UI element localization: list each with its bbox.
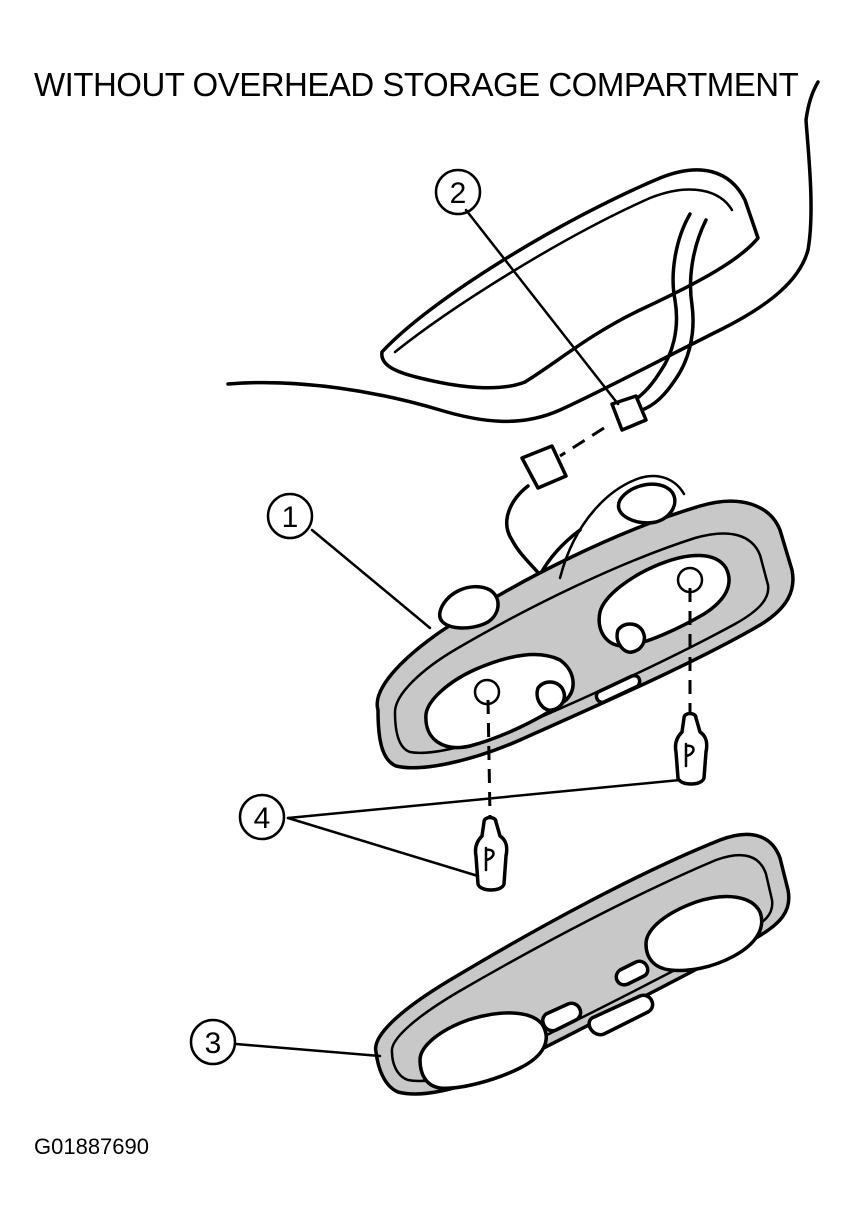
leader-line-4a — [286, 778, 682, 820]
leader-line-4b — [286, 816, 480, 878]
switch-slot-1 — [594, 673, 642, 705]
callout-2-label: 2 — [450, 177, 467, 210]
headliner-contour — [226, 80, 820, 424]
callout-1-label: 1 — [282, 501, 299, 534]
mirror-connector — [610, 394, 648, 432]
leader-line-3 — [234, 1042, 382, 1058]
switch-knob — [535, 680, 567, 712]
lamp-harness — [505, 484, 582, 577]
map-lamp-rim — [393, 532, 770, 755]
lamp-boss-left — [438, 584, 500, 630]
lens-cover-slot-2 — [587, 993, 655, 1037]
lamp-connector — [520, 444, 568, 490]
lens-cover-left-window — [418, 1011, 548, 1090]
callout-2: 2 — [434, 168, 482, 216]
lens-cover-right-window — [644, 894, 764, 973]
connector-alignment — [559, 426, 605, 458]
lamp-boss-right — [616, 482, 677, 525]
mirror-wire — [626, 212, 692, 406]
lens-cover-slot-1 — [541, 1001, 583, 1033]
callout-1: 1 — [266, 492, 314, 540]
callout-3-label: 3 — [205, 1027, 222, 1060]
rearview-mirror — [380, 168, 760, 390]
leader-line-1 — [310, 528, 432, 630]
map-lamp-left-lens — [424, 652, 575, 750]
callout-3: 3 — [189, 1018, 237, 1066]
callout-4-label: 4 — [254, 802, 271, 835]
mirror-wire-2 — [640, 218, 708, 412]
bulb-left-filament — [484, 846, 495, 872]
bulb-left — [473, 815, 509, 892]
bulb-right-filament — [684, 742, 695, 768]
bulb-right — [673, 711, 709, 786]
figure-id: G01887690 — [34, 1134, 149, 1159]
diagram-title: WITHOUT OVERHEAD STORAGE COMPARTMENT — [34, 66, 799, 103]
callout-4: 4 — [238, 793, 286, 841]
lamp-upper-body — [558, 474, 686, 580]
switch-knob-2 — [615, 622, 647, 654]
lens-cover-slot-3 — [614, 959, 650, 987]
bulb-alignment-left — [486, 699, 492, 817]
leader-line-2 — [464, 208, 620, 406]
mirror-inner-edge — [393, 188, 734, 354]
